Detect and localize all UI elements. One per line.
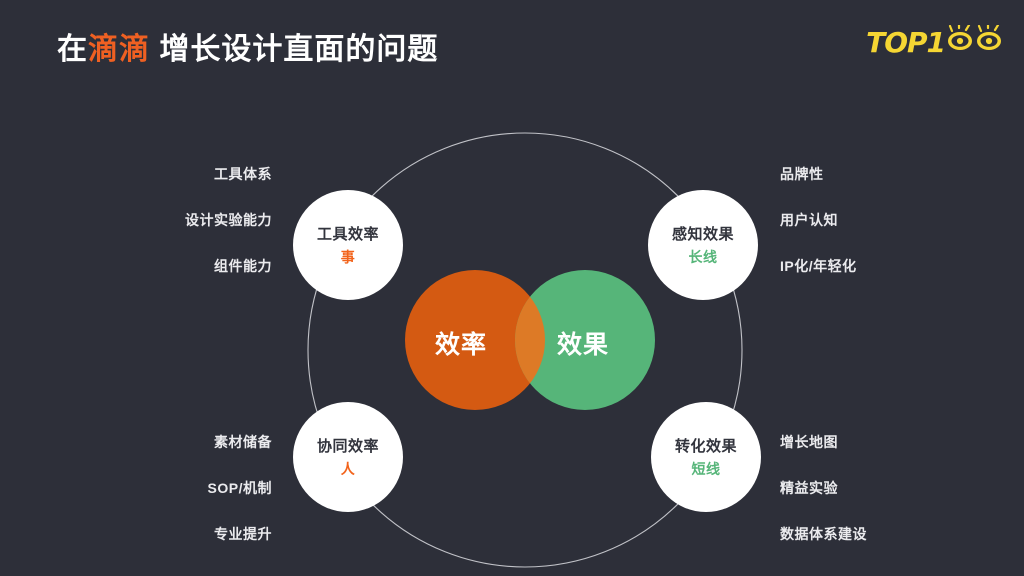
keyword-item: 专业提升	[214, 526, 272, 542]
keywords-tool-efficiency: 工具体系 设计实验能力 组件能力	[185, 164, 272, 276]
keywords-conversion-effect: 增长地图 精益实验 数据体系建设	[780, 432, 867, 544]
node-tool-efficiency[interactable]: 工具效率 事	[293, 190, 403, 300]
brand-logo-text: TOP1	[866, 25, 946, 59]
keyword-item: 设计实验能力	[185, 212, 272, 228]
page-title-accent: 滴滴	[88, 33, 150, 66]
keyword-item: 组件能力	[214, 258, 272, 274]
venn-label-efficiency: 效率	[435, 331, 488, 359]
keyword-item: IP化/年轻化	[780, 258, 857, 274]
keywords-collaboration-efficiency: 素材储备 SOP/机制 专业提升	[208, 432, 272, 544]
brand-logo: TOP1	[866, 21, 1004, 62]
node-subtitle: 人	[340, 461, 356, 477]
venn-label-effect: 效果	[557, 331, 610, 359]
node-title: 工具效率	[316, 226, 379, 243]
node-title: 转化效果	[674, 438, 737, 455]
keyword-item: 工具体系	[214, 166, 272, 182]
keyword-item: 增长地图	[780, 434, 838, 450]
page-title: 在滴滴 增长设计直面的问题	[57, 33, 438, 68]
keyword-item: 素材储备	[214, 434, 272, 450]
node-collaboration-efficiency[interactable]: 协同效率 人	[293, 402, 403, 512]
keyword-item: SOP/机制	[207, 480, 272, 496]
keyword-item: 品牌性	[780, 166, 824, 182]
node-subtitle: 短线	[691, 461, 721, 477]
node-title: 感知效果	[671, 226, 734, 243]
venn-circle-effect	[515, 270, 655, 410]
keywords-perception-effect: 品牌性 用户认知 IP化/年轻化	[780, 164, 857, 276]
node-subtitle: 长线	[688, 249, 718, 265]
page-title-prefix: 在	[57, 33, 88, 66]
node-perception-effect[interactable]: 感知效果 长线	[648, 190, 758, 300]
node-conversion-effect[interactable]: 转化效果 短线	[651, 402, 761, 512]
venn-circle-efficiency	[405, 270, 545, 410]
keyword-item: 精益实验	[780, 480, 838, 496]
node-title: 协同效率	[316, 438, 379, 455]
keyword-item: 用户认知	[780, 212, 838, 228]
page-title-rest: 增长设计直面的问题	[150, 33, 439, 66]
node-subtitle: 事	[340, 249, 356, 265]
keyword-item: 数据体系建设	[780, 526, 867, 542]
